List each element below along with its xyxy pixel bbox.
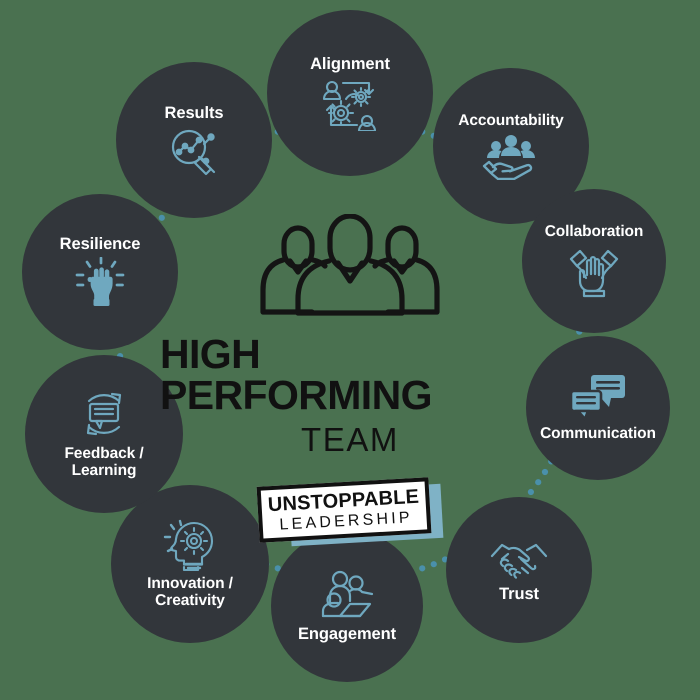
ring-dot — [430, 561, 437, 568]
node-communication[interactable]: Communication — [526, 336, 670, 480]
unstoppable-leadership-logo: UNSTOPPABLE LEADERSHIP — [252, 476, 448, 547]
node-label-accountability: Accountability — [458, 112, 564, 130]
page-subtitle: TEAM — [300, 421, 400, 458]
node-label-collaboration: Collaboration — [544, 223, 644, 241]
logo-box: UNSTOPPABLE LEADERSHIP — [256, 477, 432, 543]
node-label-feedback-learning: Feedback / Learning — [64, 444, 144, 479]
engagement-group-icon — [320, 569, 374, 621]
speech-bubbles-icon — [569, 373, 627, 422]
node-collaboration[interactable]: Collaboration — [522, 189, 666, 333]
node-trust[interactable]: Trust — [446, 497, 592, 643]
three-people-icon — [260, 214, 440, 316]
alignment-gears-people-icon — [321, 77, 379, 132]
node-label-trust: Trust — [499, 584, 539, 603]
handshake-icon — [488, 537, 550, 581]
node-label-communication: Communication — [540, 425, 656, 443]
node-innovation-creativity[interactable]: Innovation / Creativity — [111, 485, 269, 643]
hand-holding-team-icon — [481, 134, 541, 180]
ring-dot — [541, 468, 549, 476]
node-label-results: Results — [164, 103, 224, 122]
teamwork-hands-icon — [565, 245, 623, 299]
node-label-engagement: Engagement — [297, 624, 397, 643]
node-feedback-learning[interactable]: Feedback / Learning — [25, 355, 183, 513]
node-accountability[interactable]: Accountability — [433, 68, 589, 224]
center-block: HIGH PERFORMING TEAM UNSTOPPABLE LEADERS… — [160, 214, 540, 547]
lightbulb-gear-head-icon — [162, 519, 218, 571]
node-label-resilience: Resilience — [59, 234, 141, 253]
node-alignment[interactable]: Alignment — [267, 10, 433, 176]
magnifier-chart-icon — [166, 126, 222, 176]
raised-fist-icon — [73, 257, 127, 309]
node-results[interactable]: Results — [116, 62, 272, 218]
page-title: HIGH PERFORMING — [160, 331, 433, 418]
feedback-loop-icon — [77, 389, 131, 441]
node-engagement[interactable]: Engagement — [271, 530, 423, 682]
node-label-innovation-creativity: Innovation / Creativity — [147, 574, 233, 609]
node-resilience[interactable]: Resilience — [22, 194, 178, 350]
ring-dot — [419, 565, 426, 572]
node-label-alignment: Alignment — [310, 54, 390, 73]
